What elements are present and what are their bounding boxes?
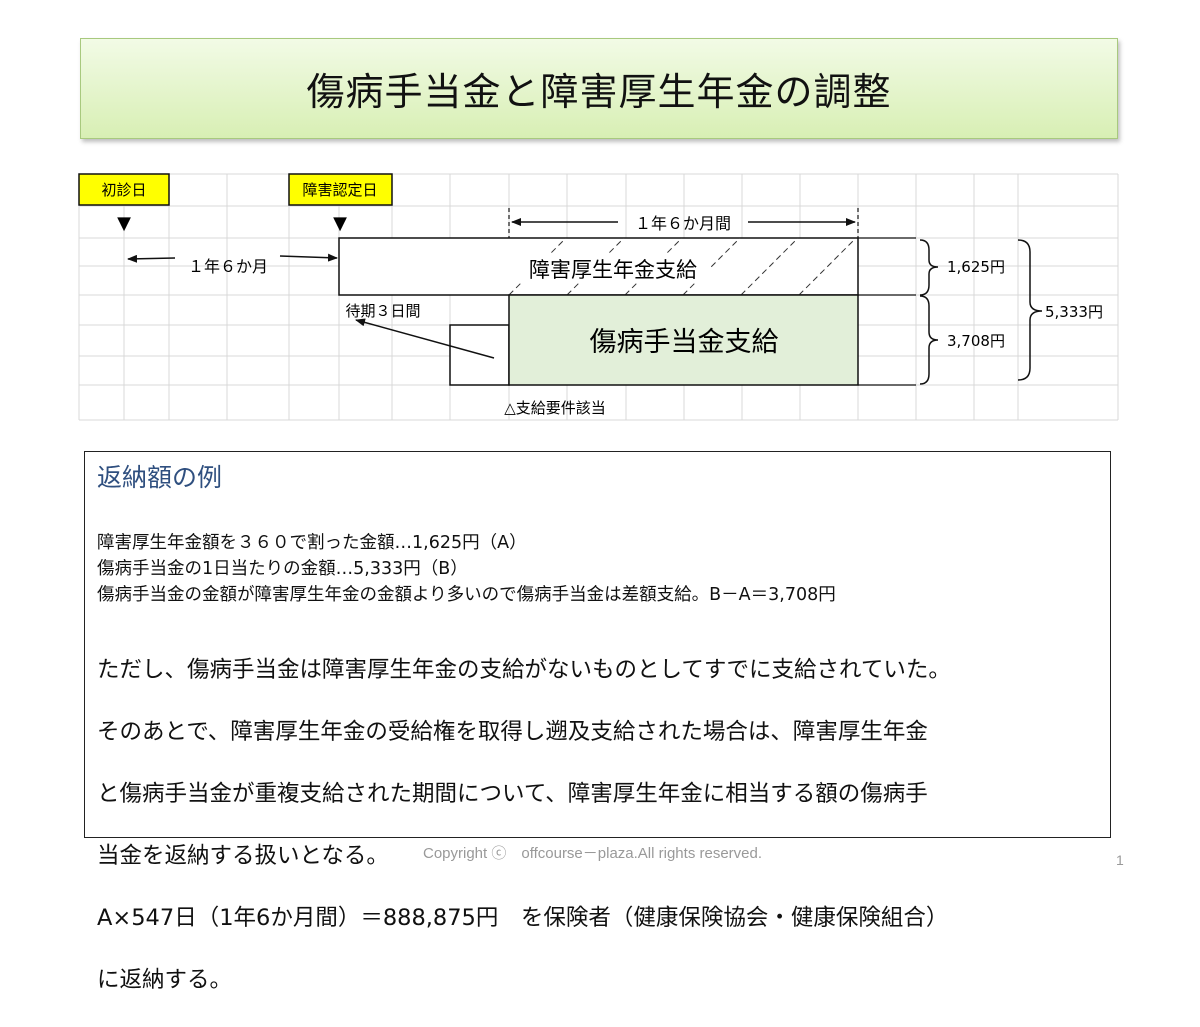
explanation-line: に返納する。 — [97, 967, 233, 993]
explanation-line: 当金を返納する扱いとなる。 — [97, 843, 389, 869]
first-visit-down-icon: ▼ — [117, 213, 131, 234]
sickness-bar: 傷病手当金支給 — [508, 294, 916, 386]
top-period-label: １年６か月間 — [635, 214, 731, 233]
disability-date-label: 障害認定日 — [302, 181, 377, 199]
disability-date-down-icon: ▼ — [333, 213, 347, 234]
example-line-b: 傷病手当金の1日当たりの金額…5,333円（B） — [97, 559, 468, 579]
explanation-line: と傷病手当金が重複支給された期間について、障害厚生年金に相当する額の傷病手 — [97, 781, 928, 807]
waiting-period-box: 待期３日間 — [345, 302, 510, 386]
page-title: 傷病手当金と障害厚生年金の調整 — [80, 38, 1118, 139]
disability-date-marker: 障害認定日 ▼ — [288, 173, 393, 234]
explanation-line: A×547日（1年6か月間）＝888,875円 を保険者（健康保険協会・健康保険… — [97, 905, 949, 931]
pension-bar: 障害厚生年金支給 — [338, 237, 916, 296]
page-number: 1 — [1116, 852, 1124, 868]
sickness-amount-brace — [919, 295, 939, 385]
example-title: 返納額の例 — [97, 463, 223, 492]
pension-amount-brace — [919, 239, 939, 296]
pension-amount: 1,625円 — [947, 258, 1005, 276]
first-visit-label: 初診日 — [101, 181, 146, 199]
example-explanation: ただし、傷病手当金は障害厚生年金の支給がないものとしてすでに支給されていた。 そ… — [97, 624, 1098, 1027]
top-period-span: １年６か月間 — [508, 208, 859, 238]
example-line-diff: 傷病手当金の金額が障害厚生年金の金額より多いので傷病手当金は差額支給。B－A＝3… — [97, 585, 836, 605]
sickness-bar-label: 傷病手当金支給 — [590, 327, 779, 358]
waiting-period-label: 待期３日間 — [345, 302, 420, 320]
total-amount: 5,333円 — [1045, 303, 1103, 321]
example-line-a: 障害厚生年金額を３６０で割った金額…1,625円（A） — [97, 533, 527, 553]
total-amount-brace — [1017, 239, 1043, 381]
sickness-amount: 3,708円 — [947, 332, 1005, 350]
explanation-line: ただし、傷病手当金は障害厚生年金の支給がないものとしてすでに支給されていた。 — [97, 657, 951, 683]
requirement-label: △支給要件該当 — [504, 399, 606, 417]
copyright-notice: Copyright ⓒ offcourse－plaza.All rights r… — [422, 845, 763, 862]
first-visit-marker: 初診日 ▼ — [78, 173, 170, 234]
left-period-span: １年６か月 — [127, 253, 338, 276]
timeline-diagram: 初診日 ▼ 障害認定日 ▼ １年６か月間 １年６か月 障害厚生年金支給 待期３日… — [78, 173, 1119, 421]
explanation-line: そのあとで、障害厚生年金の受給権を取得し遡及支給された場合は、障害厚生年金 — [97, 719, 928, 745]
example-panel: 返納額の例 障害厚生年金額を３６０で割った金額…1,625円（A） 傷病手当金の… — [84, 451, 1111, 993]
left-period-label: １年６か月 — [188, 257, 268, 276]
pension-bar-label: 障害厚生年金支給 — [529, 258, 697, 282]
